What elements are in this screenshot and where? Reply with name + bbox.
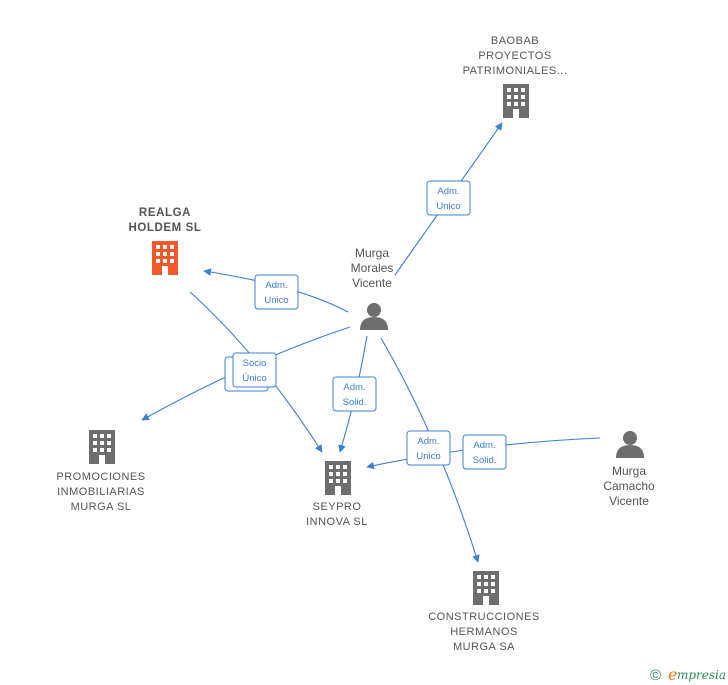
svg-text:Camacho: Camacho [603,479,655,493]
svg-text:PROMOCIONES: PROMOCIONES [56,471,145,483]
svg-text:Murga: Murga [612,464,646,478]
svg-text:BAOBAB: BAOBAB [491,35,539,47]
edge-label-adm-solid-camacho: Adm. Solid. [462,434,507,470]
svg-text:Vicente: Vicente [609,494,649,508]
node-construcciones[interactable]: CONSTRUCCIONES HERMANOS MURGA SA [428,571,540,653]
svg-text:CONSTRUCCIONES: CONSTRUCCIONES [428,611,540,623]
svg-text:mpresia: mpresia [677,668,726,682]
brand-logo: e [668,665,677,684]
svg-text:MURGA SL: MURGA SL [71,501,132,513]
node-murga-camacho[interactable]: Murga Camacho Vicente [603,431,655,508]
edge-label-socio-unico: Socio Único [224,352,277,392]
svg-text:Vicente: Vicente [352,276,392,290]
building-icon [503,84,529,118]
building-icon [473,571,499,605]
svg-text:HERMANOS: HERMANOS [450,626,518,638]
person-icon [360,303,388,330]
svg-text:Unico: Unico [264,295,288,306]
svg-text:Unico: Unico [436,201,460,212]
svg-text:Unico: Unico [416,451,440,462]
node-murga-morales[interactable]: Murga Morales Vicente [351,246,394,330]
node-seypro[interactable]: SEYPRO INNOVA SL [306,461,368,528]
svg-text:Adm.: Adm. [265,280,287,291]
svg-text:REALGA: REALGA [139,207,191,219]
building-icon [152,241,178,275]
svg-text:Murga: Murga [355,246,389,260]
svg-text:SEYPRO: SEYPRO [313,501,362,513]
svg-text:Adm.: Adm. [473,440,495,451]
svg-text:INNOVA SL: INNOVA SL [306,516,368,528]
node-baobab[interactable]: BAOBAB PROYECTOS PATRIMONIALES... [463,35,568,118]
building-icon [325,461,351,495]
svg-text:Solid.: Solid. [473,455,497,466]
node-realga[interactable]: REALGA HOLDEM SL [128,207,201,275]
svg-text:PROYECTOS: PROYECTOS [478,50,551,62]
svg-text:INMOBILIARIAS: INMOBILIARIAS [57,486,145,498]
edges [141,122,601,563]
building-icon [89,430,115,464]
person-icon [616,431,644,458]
svg-text:Morales: Morales [351,261,394,275]
brand-footer: © e mpresia [650,665,726,684]
svg-text:Adm.: Adm. [417,436,439,447]
svg-text:HOLDEM SL: HOLDEM SL [128,222,201,234]
copyright-icon: © [650,667,661,684]
node-promociones[interactable]: PROMOCIONES INMOBILIARIAS MURGA SL [56,430,145,513]
edge-label-adm-solid-seypro: Adm. Solid. [332,376,377,412]
svg-text:Adm.: Adm. [343,382,365,393]
svg-text:Solid.: Solid. [343,397,367,408]
svg-text:Adm.: Adm. [437,186,459,197]
edge-label-adm-unico-construcciones: Adm. Unico [406,430,451,466]
edge-label-adm-unico-realga: Adm. Unico [254,274,299,310]
svg-text:Único: Único [242,373,266,384]
edge-label-adm-unico-baobab: Adm. Unico [426,180,471,216]
svg-text:PATRIMONIALES...: PATRIMONIALES... [463,65,568,77]
svg-text:MURGA SA: MURGA SA [453,641,515,653]
svg-text:Socio: Socio [243,358,267,369]
